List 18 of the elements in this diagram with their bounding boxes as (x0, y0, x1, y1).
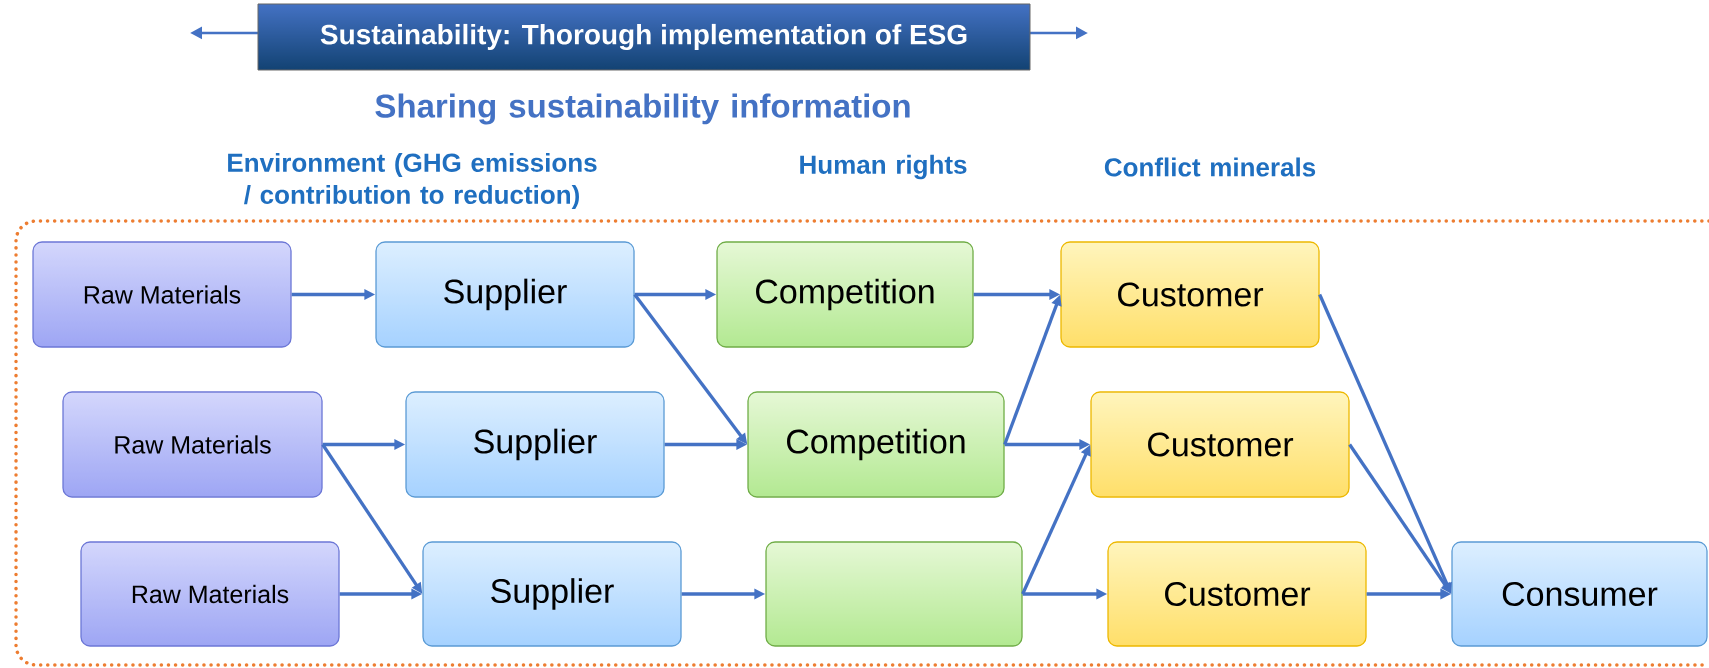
process-box: Raw Materials (62, 391, 323, 498)
process-box: Customer (1090, 391, 1350, 498)
heading: Conflict minerals (1104, 157, 1316, 177)
process-box: Supplier (405, 391, 665, 498)
process-box: Raw Materials (80, 541, 340, 647)
process-box: Customer (1060, 241, 1320, 348)
process-box: Competition (716, 241, 974, 348)
title-banner: Sustainability: Thorough implementation of ESG (257, 3, 1031, 71)
heading: Environment (GHG emissions / contribution to reduction) (228, 152, 597, 210)
process-box: Raw Materials (32, 241, 292, 348)
heading: Human rights (800, 154, 967, 180)
process-box: Competition (747, 391, 1005, 498)
process-box: Consumer (1451, 541, 1708, 647)
process-box: Supplier (422, 541, 682, 647)
process-box: Supplier (375, 241, 635, 348)
heading: Sharing sustainability information (375, 93, 910, 125)
process-box: Customer (1107, 541, 1367, 647)
process-box (765, 541, 1023, 647)
